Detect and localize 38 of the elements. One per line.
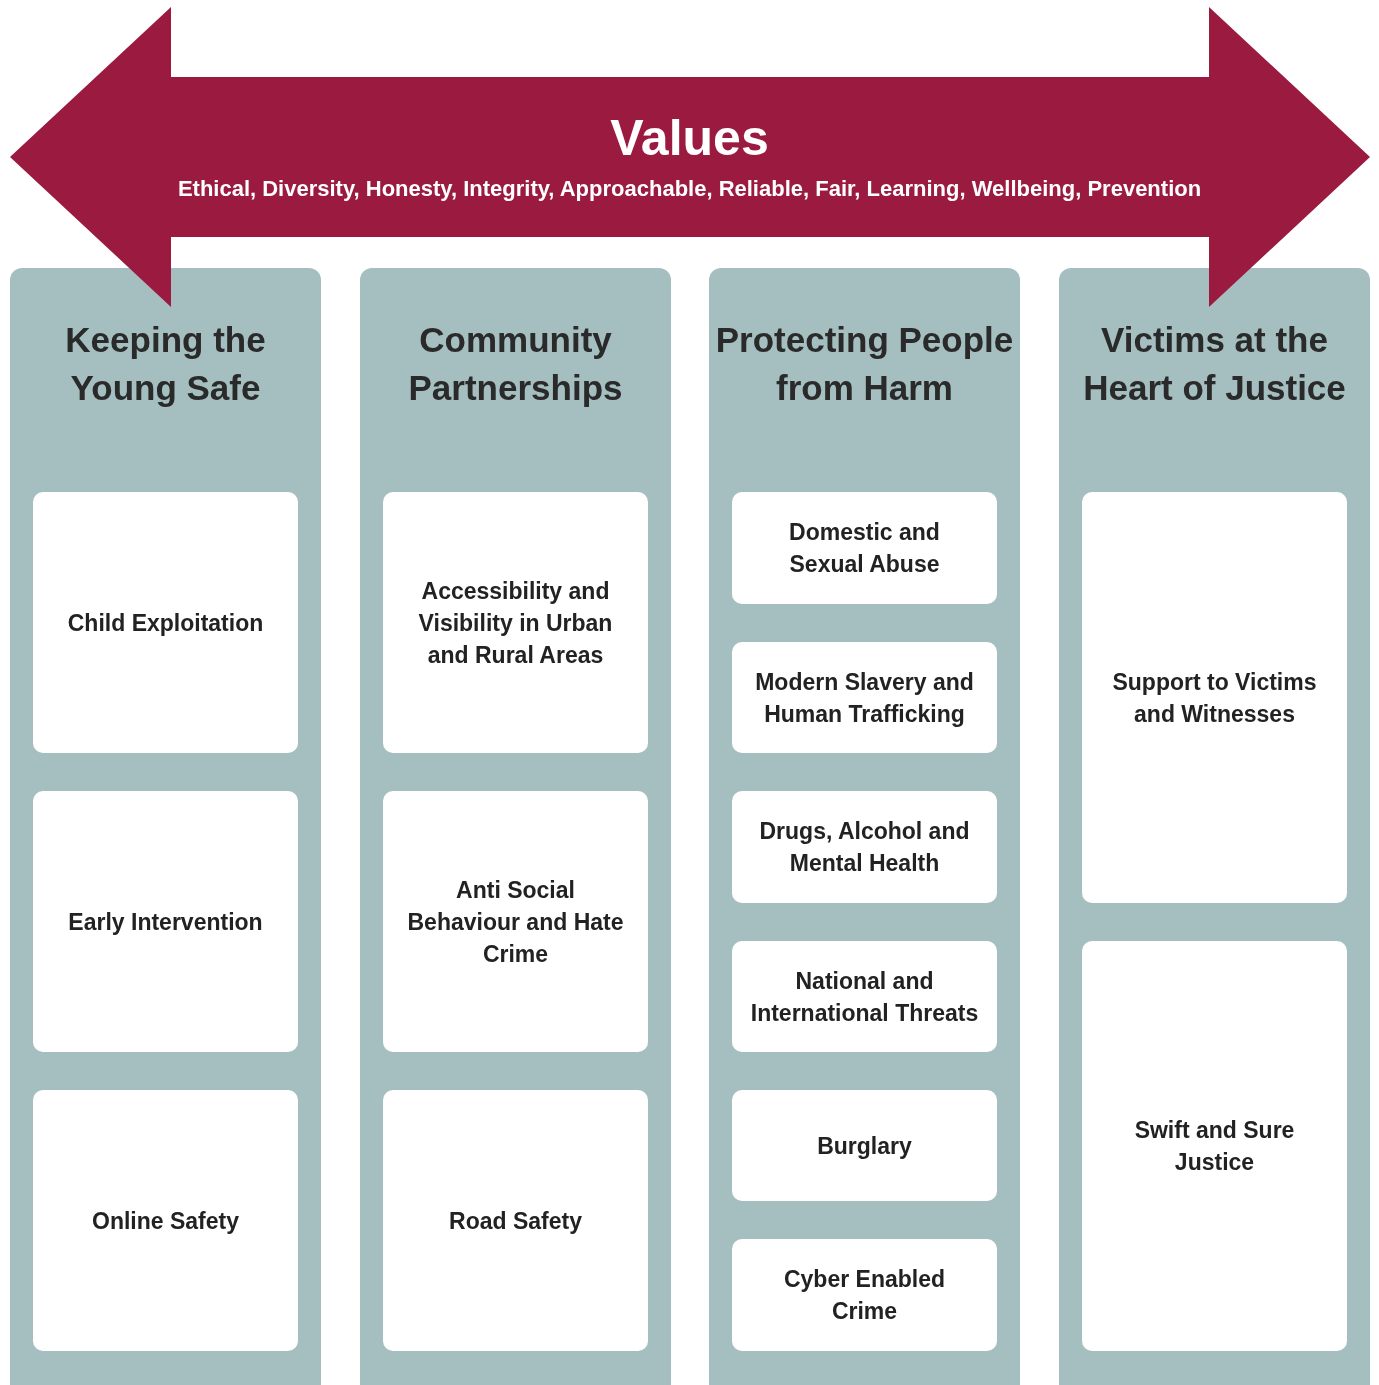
priority-label: Swift and Sure Justice [1133, 1116, 1296, 1177]
values-list: Ethical, Diversity, Honesty, Integrity, Approachable, Reliable, Fair, Learning, Wellbeing, Prevention [0, 174, 1379, 204]
column-heading: Victims at the Heart of Justice [1082, 319, 1347, 409]
priority-label: Anti Social Behaviour and Hate Crime [406, 875, 625, 969]
priority-card [383, 492, 648, 753]
column-heading: Keeping the Young Safe [64, 319, 267, 409]
priority-card [732, 1239, 997, 1351]
priority-card [732, 492, 997, 604]
priority-card [1082, 492, 1347, 903]
priority-card [33, 791, 298, 1052]
priority-card [732, 791, 997, 903]
column-heading: Protecting People from Harm [715, 319, 1014, 409]
pillar-column [10, 268, 321, 1385]
pillar-column [360, 268, 671, 1385]
priority-label: Burglary [816, 1131, 913, 1161]
priority-label: Accessibility and Visibility in Urban and Rural Areas [417, 576, 614, 670]
priority-card [732, 1090, 997, 1201]
priority-card [33, 1090, 298, 1351]
priority-card [732, 941, 997, 1052]
priority-card [383, 1090, 648, 1351]
priority-label: National and International Threats [749, 966, 980, 1028]
priority-card [33, 492, 298, 753]
priority-card [1082, 941, 1347, 1351]
priority-label: Online Safety [91, 1206, 240, 1236]
priority-label: Road Safety [448, 1206, 583, 1236]
priority-label: Support to Victims and Witnesses [1111, 667, 1318, 729]
priority-label: Drugs, Alcohol and Mental Health [758, 817, 971, 878]
priority-label: Cyber Enabled Crime [782, 1265, 946, 1326]
column-heading: Community Partnerships [407, 319, 624, 409]
priority-label: Child Exploitation [66, 608, 265, 638]
priority-label: Modern Slavery and Human Trafficking [754, 667, 975, 729]
priority-card [732, 642, 997, 753]
pillar-column [709, 268, 1020, 1385]
priority-label: Domestic and Sexual Abuse [788, 518, 941, 579]
values-title: Values [609, 109, 770, 168]
priority-label: Early Intervention [67, 907, 264, 937]
pillar-column [1059, 268, 1370, 1385]
priority-card [383, 791, 648, 1052]
